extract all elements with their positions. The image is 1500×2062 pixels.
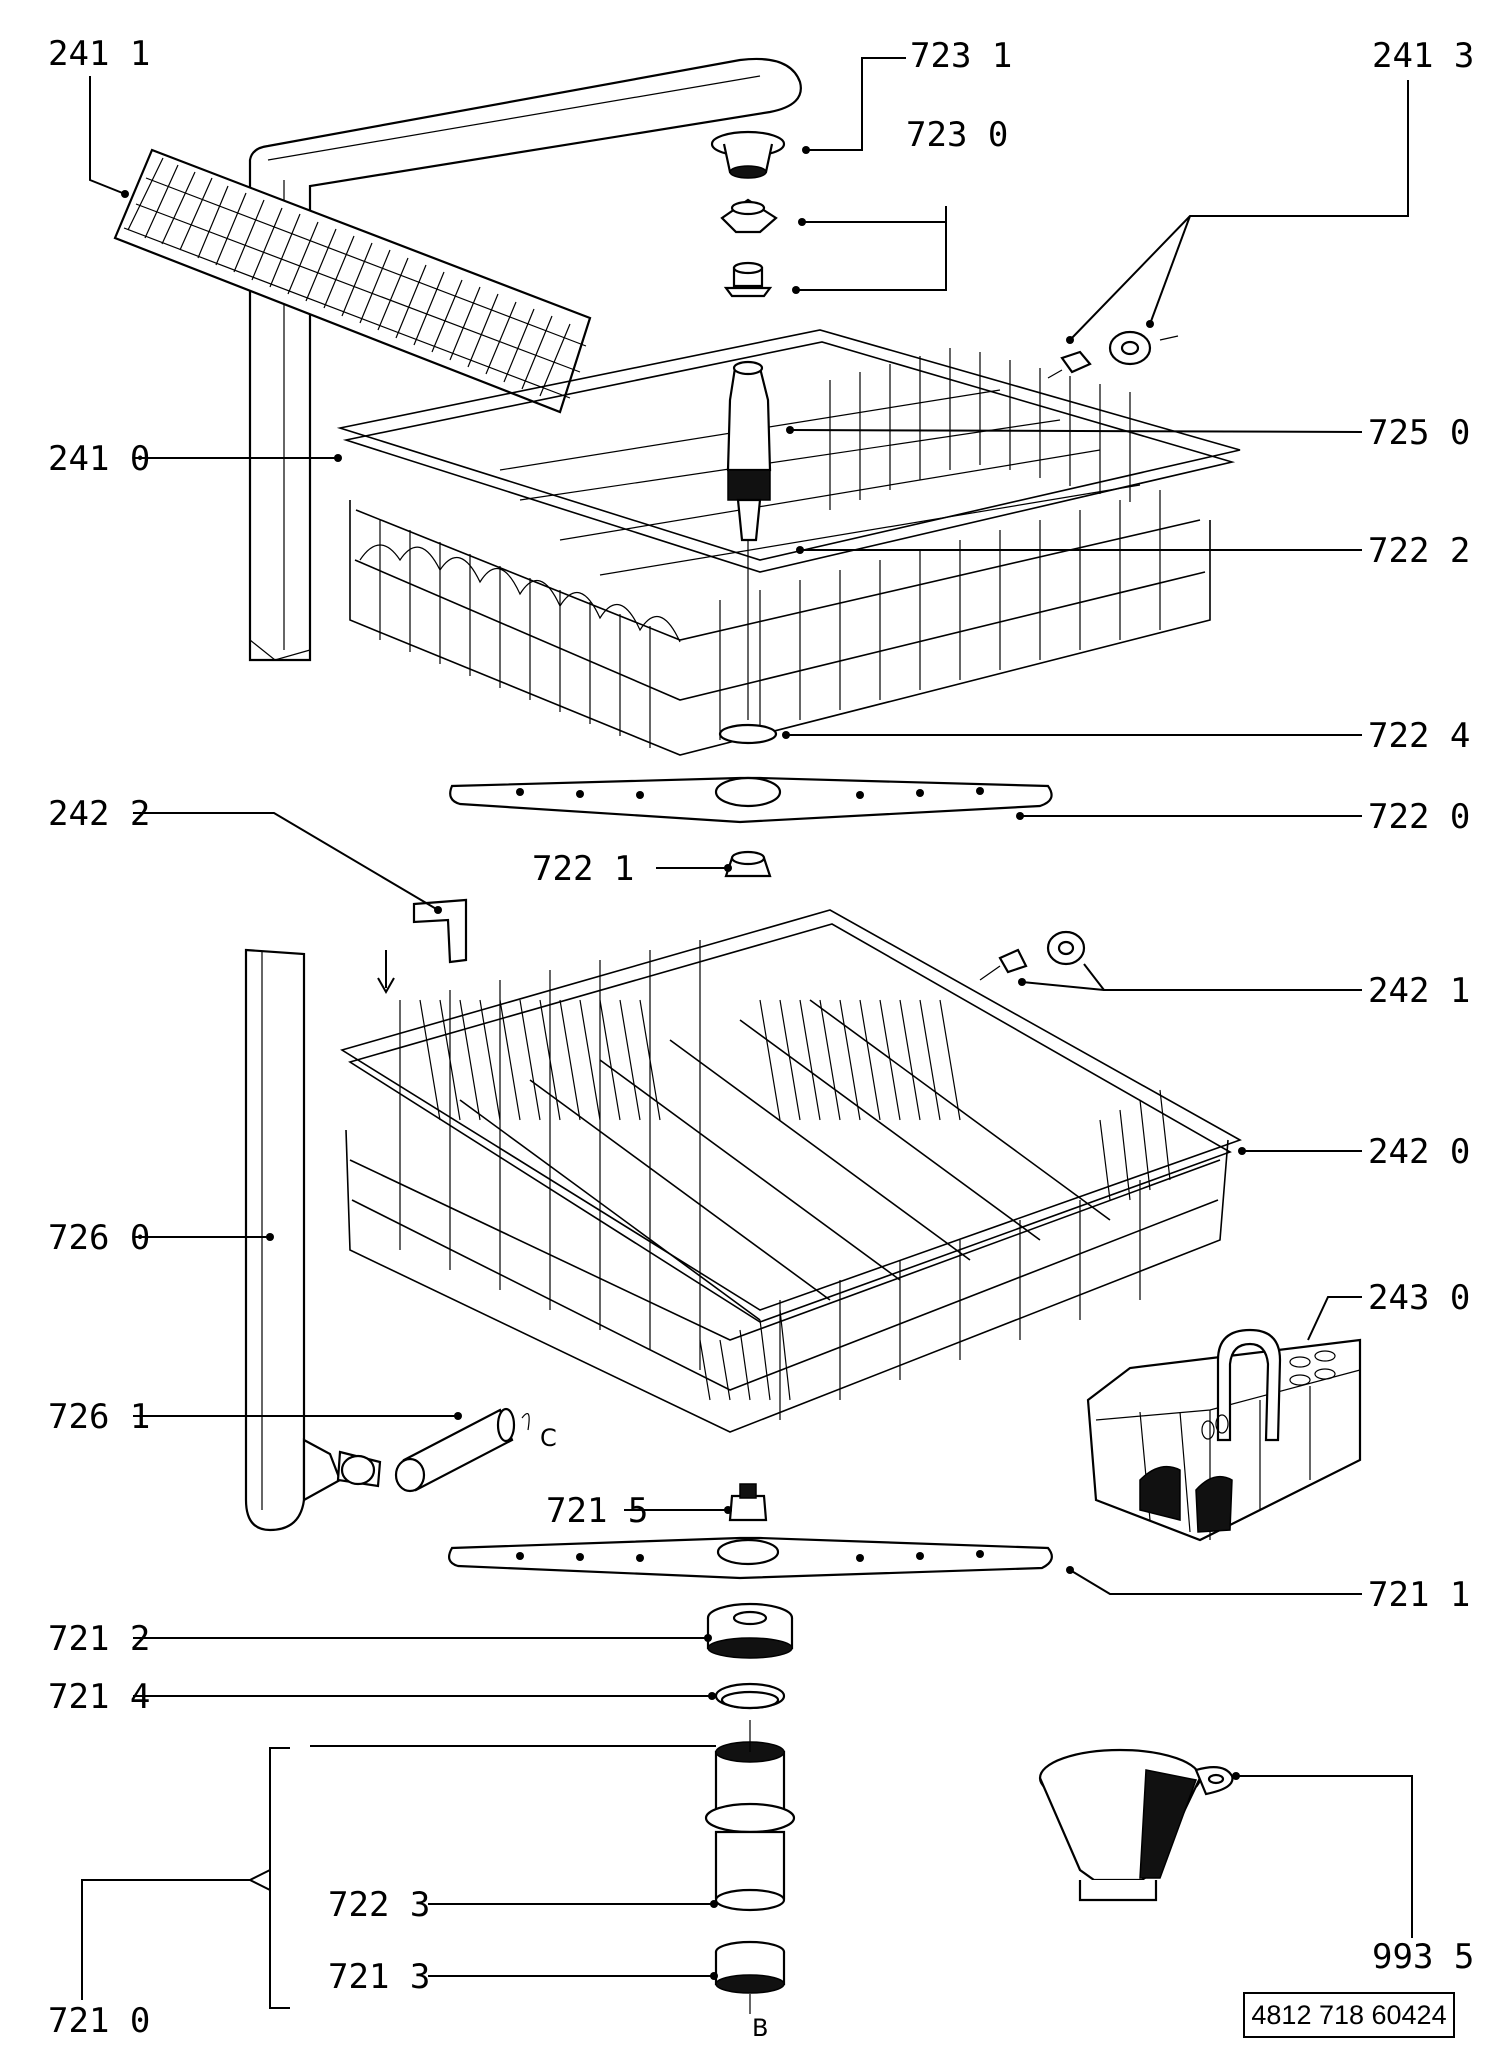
cutlery-basket xyxy=(1086,1328,1362,1542)
label-993-5: 993 5 xyxy=(1372,1937,1474,1977)
label-b: B xyxy=(752,2014,768,2042)
document-number: 4812 718 60424 xyxy=(1243,1992,1455,2038)
label-241-0: 241 0 xyxy=(48,439,150,479)
lower-basket xyxy=(340,898,1242,1433)
label-721-4: 721 4 xyxy=(48,1677,150,1717)
lower-hub-parts xyxy=(704,1602,796,2014)
label-242-2: 242 2 xyxy=(48,794,150,834)
label-723-0: 723 0 xyxy=(906,115,1008,155)
spray-arm-feed-tube xyxy=(726,360,772,720)
label-243-0: 243 0 xyxy=(1368,1278,1470,1318)
label-725-0: 725 0 xyxy=(1368,413,1470,453)
label-721-2: 721 2 xyxy=(48,1619,150,1659)
label-721-5: 721 5 xyxy=(546,1491,648,1531)
upper-hub-parts xyxy=(710,130,786,298)
funnel xyxy=(1038,1748,1234,1902)
label-722-3: 722 3 xyxy=(328,1885,430,1925)
basket-rollers-upper xyxy=(1047,330,1179,379)
label-242-0: 242 0 xyxy=(1368,1132,1470,1172)
basket-roller-lower xyxy=(979,930,1086,981)
label-242-1: 242 1 xyxy=(1368,971,1470,1011)
label-722-0: 722 0 xyxy=(1368,797,1470,837)
label-723-1: 723 1 xyxy=(910,36,1012,76)
label-241-1: 241 1 xyxy=(48,34,150,74)
lower-spray-arm xyxy=(447,1483,1053,1580)
label-241-3: 241 3 xyxy=(1372,36,1474,76)
cutlery-shelf xyxy=(113,148,592,414)
label-721-3: 721 3 xyxy=(328,1957,430,1997)
leader-endpoints xyxy=(121,146,1246,1980)
label-722-2: 722 2 xyxy=(1368,531,1470,571)
label-726-1: 726 1 xyxy=(48,1397,150,1437)
upper-basket xyxy=(336,329,1241,756)
label-c: C xyxy=(540,1424,557,1452)
lower-pipe xyxy=(244,948,382,1532)
label-721-1: 721 1 xyxy=(1368,1575,1470,1615)
label-722-4: 722 4 xyxy=(1368,716,1470,756)
label-721-0: 721 0 xyxy=(48,2001,150,2041)
upper-spray-arm xyxy=(449,723,1053,878)
callout-labels: 241 1 723 1 723 0 241 3 241 0 725 0 722 … xyxy=(48,34,1474,2042)
connector-tube xyxy=(394,1407,530,1493)
label-726-0: 726 0 xyxy=(48,1218,150,1258)
leader-lines xyxy=(81,57,1413,2009)
label-722-1: 722 1 xyxy=(532,849,634,889)
